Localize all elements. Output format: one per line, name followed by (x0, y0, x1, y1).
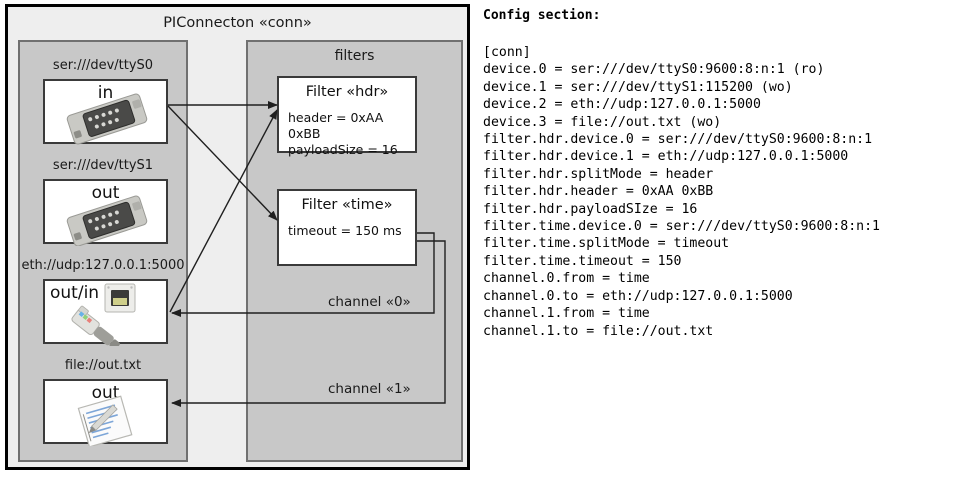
config-line: device.1 = ser:///dev/ttyS1:115200 (wo) (483, 79, 793, 95)
serial-port-icon (66, 195, 148, 246)
config-heading: Config section: (483, 8, 601, 23)
device-box-ttyS0[interactable]: in (43, 79, 168, 145)
device-box-ttyS1[interactable]: out (43, 179, 168, 246)
config-line: filter.hdr.device.0 = ser:///dev/ttyS0:9… (483, 132, 873, 148)
config-line: device.0 = ser:///dev/ttyS0:9600:8:n:1 (… (483, 62, 825, 78)
device-label-eth: eth://udp:127.0.0.1:5000 (21, 258, 185, 273)
device-label-ttyS1: ser:///dev/ttyS1 (52, 158, 154, 173)
filter-prop: header = 0xAA 0xBB (288, 110, 384, 141)
config-line: filter.time.splitMode = timeout (483, 236, 730, 252)
config-line: filter.time.device.0 = ser:///dev/ttyS0:… (483, 219, 880, 235)
config-line: channel.1.from = time (483, 306, 650, 322)
config-line: channel.0.from = time (483, 271, 650, 287)
filter-title-hdr: Filter «hdr» (305, 84, 389, 100)
filter-props-hdr: header = 0xAA 0xBB payloadSize = 16 (288, 110, 415, 158)
filters-panel-title: filters (334, 48, 375, 64)
config-line: filter.hdr.splitMode = header (483, 166, 714, 182)
filter-title-time: Filter «time» (301, 197, 393, 213)
config-line: device.3 = file://out.txt (wo) (483, 114, 722, 130)
config-line: filter.hdr.header = 0xAA 0xBB (483, 184, 714, 200)
config-lines: [conn] device.0 = ser:///dev/ttyS0:9600:8… (483, 44, 880, 340)
config-line: [conn] (483, 45, 531, 60)
config-line: channel.0.to = eth://udp:127.0.0.1:5000 (483, 288, 793, 304)
device-io-file: out (91, 383, 120, 403)
component-title: PIConnecton «conn» (163, 15, 312, 31)
filter-box-hdr[interactable]: Filter «hdr» header = 0xAA 0xBB payloadS… (277, 76, 417, 157)
device-io-ttyS1: out (91, 183, 120, 203)
config-line: filter.hdr.device.1 = eth://udp:127.0.0.… (483, 149, 849, 165)
channel-label-1: channel «1» (328, 381, 411, 397)
device-io-ttyS0: in (97, 83, 114, 103)
filter-prop: timeout = 150 ms (288, 223, 402, 238)
config-line: channel.1.to = file://out.txt (483, 323, 714, 339)
device-box-file[interactable]: out (43, 379, 168, 446)
device-label-file: file://out.txt (64, 358, 142, 373)
filter-box-time[interactable]: Filter «time» timeout = 150 ms (277, 189, 417, 266)
filter-prop: payloadSize = 16 (288, 142, 398, 157)
config-line: filter.time.timeout = 150 (483, 253, 682, 269)
filter-props-time: timeout = 150 ms (288, 223, 402, 239)
ethernet-plug-icon (71, 283, 136, 346)
channel-label-0: channel «0» (328, 294, 411, 310)
serial-port-icon (66, 93, 148, 145)
config-line: filter.hdr.payloadSIze = 16 (483, 201, 698, 217)
device-label-ttyS0: ser:///dev/ttyS0 (52, 58, 154, 73)
text-file-icon (77, 395, 133, 446)
device-io-eth: out/in (50, 283, 100, 303)
config-line: device.2 = eth://udp:127.0.0.1:5000 (483, 97, 761, 113)
device-box-eth[interactable]: out/in (43, 279, 168, 346)
